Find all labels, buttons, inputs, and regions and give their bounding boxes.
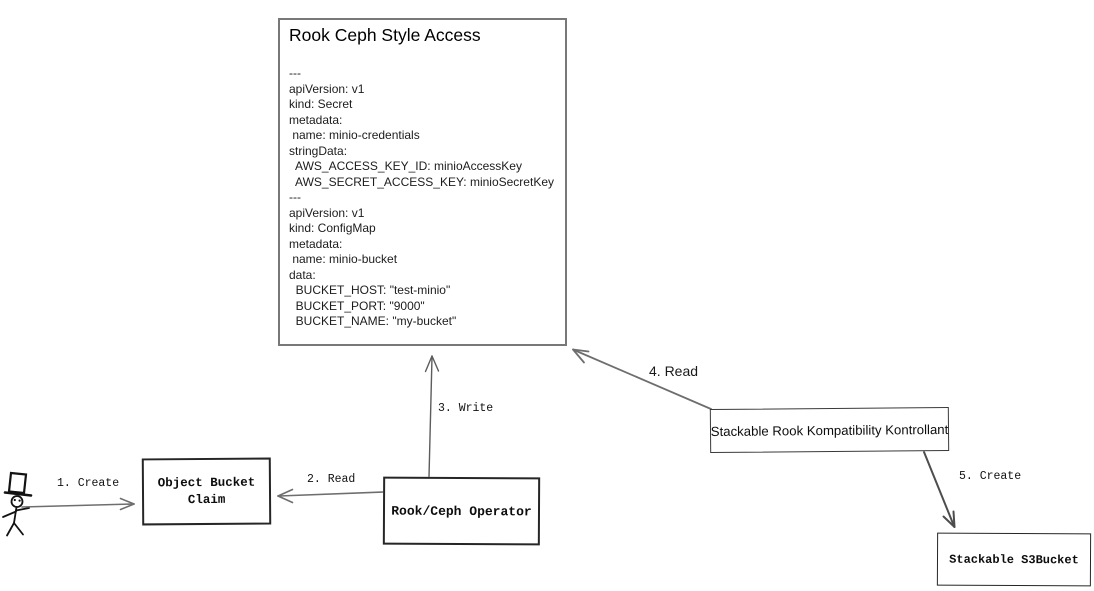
edge-label-step4-read: 4. Read <box>649 363 699 379</box>
arrow-step3-write <box>424 355 440 478</box>
arrow-step5-create <box>923 451 956 528</box>
edge-label-step3-write: 3. Write <box>438 402 494 415</box>
arrow-step1-create <box>21 497 135 511</box>
node-object-bucket-claim: Object Bucket Claim <box>141 457 272 526</box>
edge-label-step5-create: 5. Create <box>959 470 1022 483</box>
edge-label-step1-create: 1. Create <box>57 477 120 490</box>
yaml-manifest-text: --- apiVersion: v1 kind: Secret metadata… <box>289 66 554 328</box>
node-stackable-rook-kompatibility-kontrollant: Stackable Rook Kompatibility Kontrollant <box>709 406 950 454</box>
edge-label-step2-read: 2. Read <box>307 473 356 486</box>
arrow-step4-read <box>572 348 712 410</box>
arrow-step2-read <box>277 488 384 504</box>
node-stackable-s3bucket: Stackable S3Bucket <box>936 532 1092 587</box>
yaml-box-title: Rook Ceph Style Access <box>289 25 481 45</box>
user-actor-icon <box>2 471 33 537</box>
node-rook-ceph-style-access: Rook Ceph Style Access --- apiVersion: v… <box>278 18 567 346</box>
node-rook-ceph-operator: Rook/Ceph Operator <box>382 476 541 546</box>
